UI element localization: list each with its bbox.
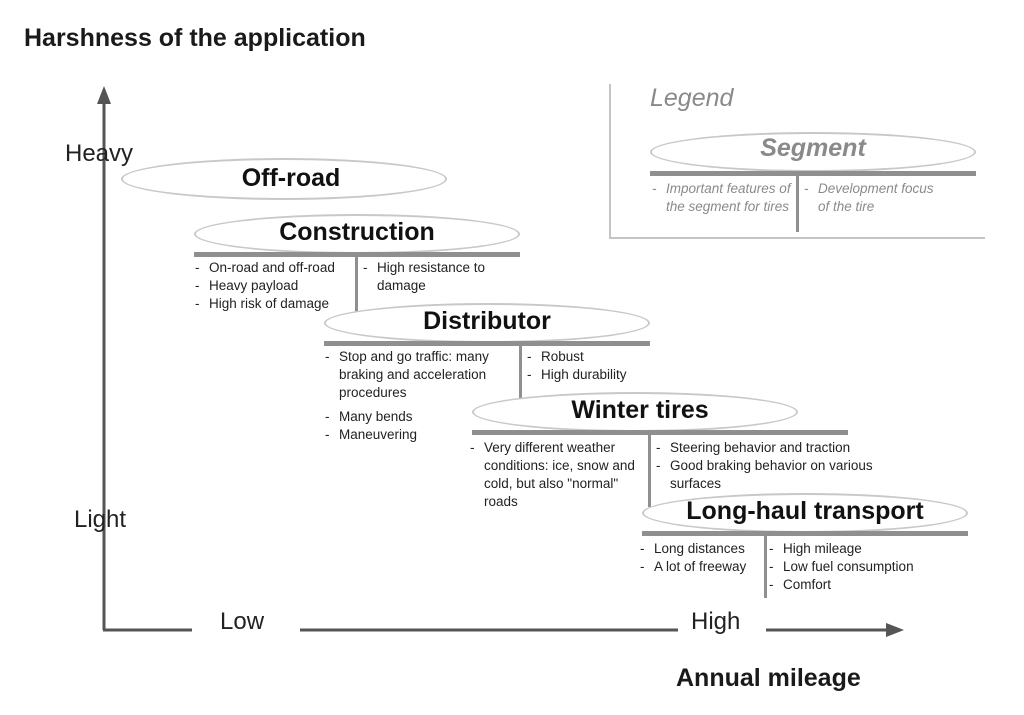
- winter-title: Winter tires: [571, 396, 709, 424]
- legend-bar: [650, 171, 976, 176]
- off-road-ellipse: [121, 158, 447, 200]
- construction-focus: High resistance to damage: [361, 259, 511, 295]
- legend-title: Legend: [650, 84, 734, 112]
- longhaul-ellipse: [642, 493, 968, 533]
- distributor-feature: Stop and go traffic: many braking and ac…: [323, 348, 515, 402]
- distributor-bar: [324, 341, 650, 346]
- longhaul-divider: [764, 536, 767, 598]
- construction-bar: [194, 252, 520, 257]
- longhaul-focus-item: Low fuel consumption: [767, 558, 947, 576]
- longhaul-bar: [642, 531, 968, 536]
- y-axis-heavy-label: Heavy: [65, 140, 134, 167]
- x-axis-title: Annual mileage: [676, 664, 861, 692]
- legend-box: [609, 84, 985, 239]
- distributor-title: Distributor: [423, 307, 551, 335]
- distributor-feature: Many bends: [323, 408, 515, 426]
- construction-feature: Heavy payload: [193, 277, 353, 295]
- winter-divider: [648, 435, 651, 507]
- longhaul-feature: Long distances: [638, 540, 762, 558]
- longhaul-features: Long distances A lot of freeway: [638, 540, 762, 576]
- distributor-focus-item: High durability: [525, 366, 655, 384]
- winter-focus-item: Good braking behavior on various surface…: [654, 457, 904, 493]
- winter-features: Very different weather conditions: ice, …: [468, 439, 644, 511]
- construction-feature: On-road and off-road: [193, 259, 353, 277]
- distributor-features: Stop and go traffic: many braking and ac…: [323, 348, 515, 444]
- construction-title: Construction: [279, 218, 435, 246]
- x-axis-low-label: Low: [220, 608, 265, 635]
- construction-divider: [355, 257, 358, 313]
- longhaul-focus: High mileage Low fuel consumption Comfor…: [767, 540, 947, 594]
- legend-right-list: Development focus of the tire: [802, 180, 942, 216]
- y-axis-arrow-icon: [97, 86, 111, 104]
- legend-left-item: Important features of the segment for ti…: [650, 180, 792, 216]
- winter-focus-item: Steering behavior and traction: [654, 439, 904, 457]
- distributor-focus: Robust High durability: [525, 348, 655, 384]
- legend-divider: [796, 176, 799, 232]
- winter-focus: Steering behavior and traction Good brak…: [654, 439, 904, 493]
- longhaul-focus-item: High mileage: [767, 540, 947, 558]
- y-axis-title: Harshness of the application: [24, 24, 366, 52]
- x-axis-high-label: High: [691, 608, 741, 635]
- winter-ellipse: [472, 392, 798, 432]
- distributor-divider: [519, 346, 522, 402]
- construction-feature: High risk of damage: [193, 295, 353, 313]
- distributor-feature: Maneuvering: [323, 426, 515, 444]
- y-axis-light-label: Light: [74, 506, 127, 533]
- winter-bar: [472, 430, 848, 435]
- legend-left-list: Important features of the segment for ti…: [650, 180, 792, 216]
- longhaul-feature: A lot of freeway: [638, 558, 762, 576]
- winter-feature: Very different weather conditions: ice, …: [468, 439, 644, 511]
- construction-features: On-road and off-road Heavy payload High …: [193, 259, 353, 313]
- construction-ellipse: [194, 214, 520, 254]
- distributor-focus-item: Robust: [525, 348, 655, 366]
- legend-segment-label: Segment: [760, 134, 866, 162]
- longhaul-title: Long-haul transport: [686, 497, 924, 525]
- off-road-title: Off-road: [241, 164, 341, 192]
- legend-right-item: Development focus of the tire: [802, 180, 942, 216]
- x-axis-arrow-icon: [886, 623, 904, 637]
- construction-focus-item: High resistance to damage: [361, 259, 511, 295]
- longhaul-focus-item: Comfort: [767, 576, 947, 594]
